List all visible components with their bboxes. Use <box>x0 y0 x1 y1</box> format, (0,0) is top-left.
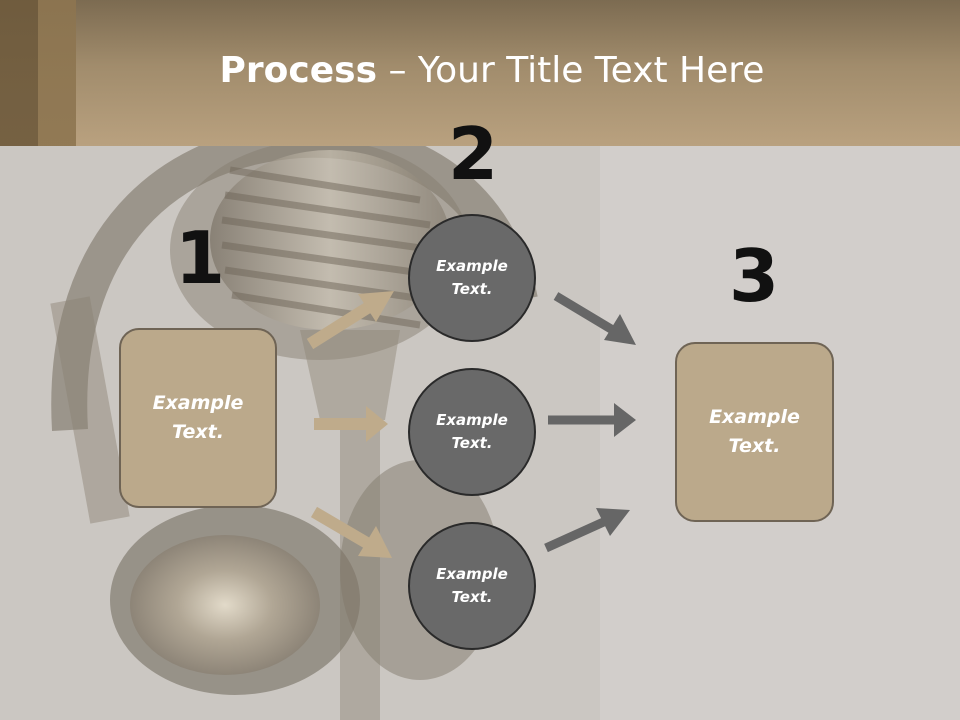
step-2-circle-middle: Example Text. <box>408 368 536 496</box>
gray-arrows <box>544 292 636 553</box>
tan-arrows <box>306 291 394 558</box>
step-number-3: 3 <box>728 234 780 318</box>
arrow-1-to-2c <box>310 506 392 558</box>
title-bold: Process <box>219 50 378 91</box>
step-1-label: Example Text. <box>152 392 244 443</box>
title-accent-stripes <box>0 0 76 146</box>
arrow-2a-to-3 <box>553 292 636 345</box>
step-1-box: Example Text. <box>119 328 277 508</box>
arrow-2c-to-3 <box>544 508 630 553</box>
title-bar <box>0 0 960 146</box>
step-2-circle-bottom: Example Text. <box>408 522 536 650</box>
slide-title: Process – Your Title Text Here <box>0 50 960 91</box>
step-2-circle-top: Example Text. <box>408 214 536 342</box>
arrow-1-to-2a <box>306 291 394 350</box>
step-3-label: Example Text. <box>709 406 800 457</box>
title-rest: – Your Title Text Here <box>377 50 765 91</box>
step-2-label-top: Example Text. <box>436 257 508 298</box>
step-3-box: Example Text. <box>675 342 834 522</box>
step-2-label-middle: Example Text. <box>436 411 508 452</box>
step-2-label-bottom: Example Text. <box>436 565 508 606</box>
step-number-2: 2 <box>447 112 499 196</box>
arrow-1-to-2b <box>314 406 388 442</box>
step-number-1: 1 <box>174 216 226 300</box>
arrow-2b-to-3 <box>548 403 636 437</box>
